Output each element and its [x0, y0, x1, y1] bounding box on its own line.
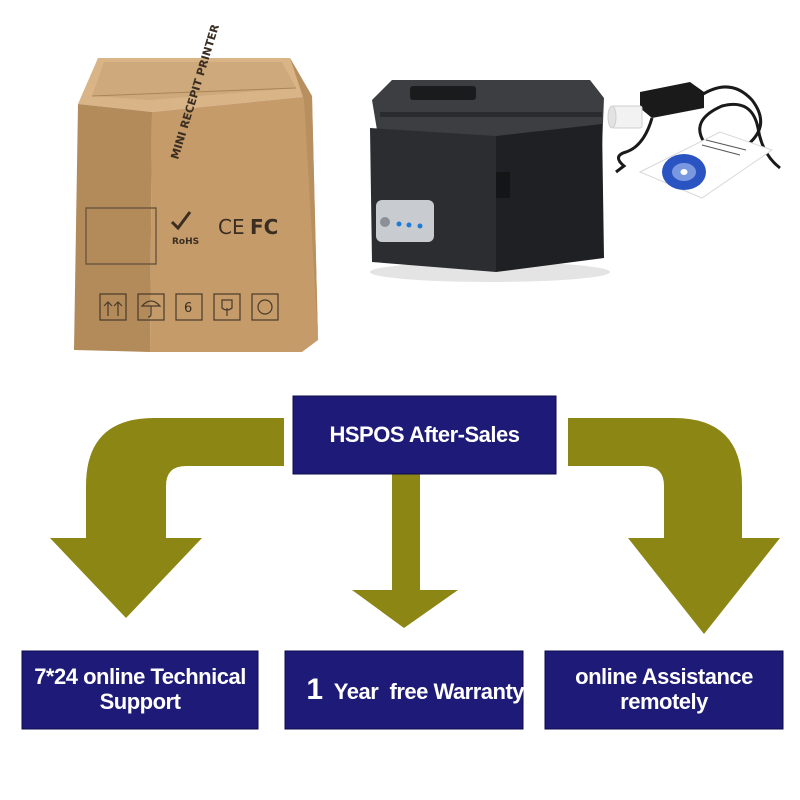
remote-box-bg: [544, 650, 784, 730]
carton-box-image: MINI RECEPIT PRINTER RoHS CE FC 6: [74, 22, 318, 352]
fc-mark: FC: [250, 215, 278, 239]
warranty-box-bg: [284, 650, 524, 730]
usb-cable-icon: [615, 117, 654, 174]
technical-support-line2: Support: [99, 689, 181, 714]
carton-label-area: [85, 207, 157, 265]
rohs-check-icon: [170, 211, 192, 231]
stack-limit-icon: [175, 293, 203, 321]
warranty-years: 1: [306, 673, 323, 707]
power-adapter-icon: [640, 82, 704, 118]
stack-number: 6: [184, 301, 192, 316]
technical-support-box: 7*24 online Technical Support: [22, 651, 258, 729]
remote-assistance-box: online Assistance remotely: [545, 651, 783, 729]
arrow-middle: [352, 474, 458, 628]
recycle-icon: [251, 293, 279, 321]
handling-symbols: [99, 293, 279, 321]
flow-arrows: [50, 418, 780, 634]
keep-dry-icon: [137, 293, 165, 321]
carton-side: [150, 96, 318, 352]
after-sales-title-text: HSPOS After-Sales: [329, 421, 520, 447]
rohs-mark: RoHS: [172, 237, 199, 247]
ce-mark: CE: [218, 215, 245, 239]
arrow-right: [568, 418, 780, 634]
accessories-image: [607, 82, 781, 199]
remote-assistance-line1: online Assistance: [575, 664, 753, 690]
printer-side: [496, 124, 604, 272]
after-sales-title: HSPOS After-Sales: [293, 396, 556, 474]
arrow-left: [50, 418, 284, 618]
remote-assistance-line2: remotely: [620, 689, 708, 714]
title-box-bg: [292, 395, 557, 475]
printer-image: [370, 80, 610, 282]
this-way-up-icon: [99, 293, 127, 321]
printer-button-panel: [376, 200, 434, 242]
fragile-icon: [213, 293, 241, 321]
carton-front: [74, 104, 152, 352]
printer-paper-slot: [410, 86, 476, 100]
power-button-icon: [380, 217, 390, 227]
technical-support-line1: 7*24 online Technical: [34, 664, 246, 690]
support-box-bg: [21, 650, 259, 730]
warranty-box: 1 Year free Warranty: [285, 651, 525, 729]
warranty-text: Year free Warranty: [328, 679, 525, 705]
